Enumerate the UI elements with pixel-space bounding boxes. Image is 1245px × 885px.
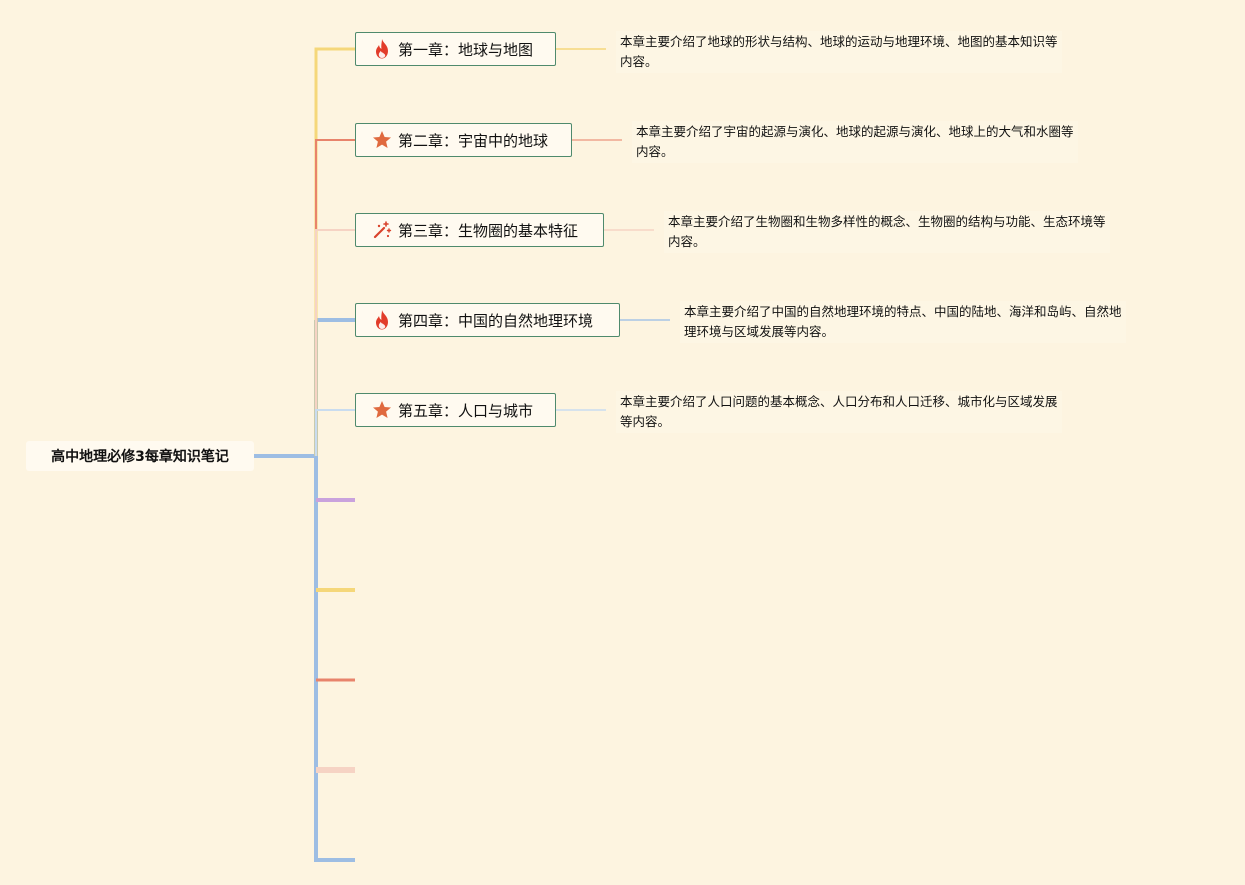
branch-ch2 (315, 139, 355, 456)
branch-ch3 (315, 229, 355, 456)
chapter-node-5[interactable]: 第五章：人口与城市 (355, 393, 556, 427)
chapter-node-4[interactable]: 第四章：中国的自然地理环境 (355, 303, 620, 337)
chapter-node-3[interactable]: 第三章：生物圈的基本特征 (355, 213, 604, 247)
star-icon (372, 130, 392, 150)
magic-wand-icon (372, 220, 392, 240)
star-icon (372, 400, 392, 420)
fire-icon (372, 39, 392, 59)
chapter-description-2: 本章主要介绍了宇宙的起源与演化、地球的起源与演化、地球上的大气和水圈等 内容。 (632, 121, 1078, 163)
chapter-description-5: 本章主要介绍了人口问题的基本概念、人口分布和人口迁移、城市化与区域发展 等内容。 (616, 391, 1062, 433)
chapter-title: 第二章：宇宙中的地球 (398, 131, 549, 150)
branch-ch1 (314, 47, 355, 456)
chapter-description-1: 本章主要介绍了地球的形状与结构、地球的运动与地理环境、地图的基本知识等 内容。 (616, 31, 1062, 73)
fire-icon (372, 310, 392, 330)
chapter-node-1[interactable]: 第一章：地球与地图 (355, 32, 556, 66)
chapter-description-4: 本章主要介绍了中国的自然地理环境的特点、中国的陆地、海洋和岛屿、自然地 理环境与… (680, 301, 1126, 343)
chapter-description-3: 本章主要介绍了生物圈和生物多样性的概念、生物圈的结构与功能、生态环境等 内容。 (664, 211, 1110, 253)
root-node[interactable]: 高中地理必修3每章知识笔记 (26, 441, 254, 471)
chapter-title: 第五章：人口与城市 (398, 401, 534, 420)
chapter-node-2[interactable]: 第二章：宇宙中的地球 (355, 123, 572, 157)
chapter-title: 第一章：地球与地图 (398, 40, 534, 59)
root-title: 高中地理必修3每章知识笔记 (51, 449, 229, 465)
chapter-title: 第四章：中国的自然地理环境 (398, 311, 594, 330)
branch-ch5 (315, 409, 355, 456)
chapter-title: 第三章：生物圈的基本特征 (398, 221, 579, 240)
